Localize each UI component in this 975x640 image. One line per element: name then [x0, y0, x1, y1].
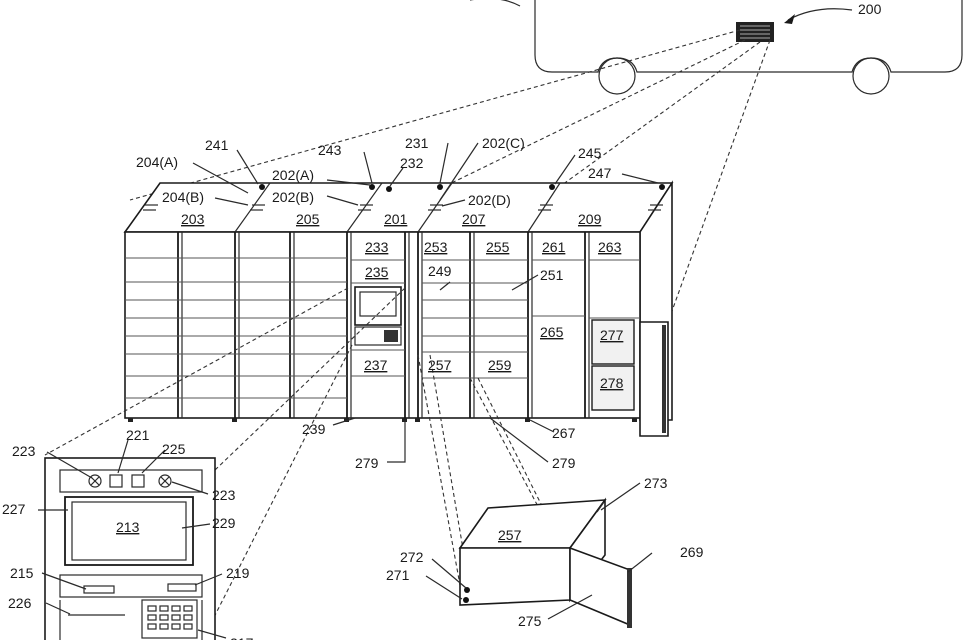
label-259: 259: [488, 357, 512, 373]
label-201: 201: [384, 211, 408, 227]
label-215: 215: [10, 565, 34, 581]
label-237: 237: [364, 357, 388, 373]
leader-lines: [38, 142, 659, 639]
label-263: 263: [598, 239, 622, 255]
label-200: 200: [858, 1, 882, 17]
control-unit-box: [736, 22, 774, 42]
compartment-shelves: [125, 257, 640, 399]
label-253: 253: [424, 239, 448, 255]
label-204A: 204(A): [136, 154, 178, 170]
label-257-drawer: 257: [498, 527, 522, 543]
label-202D: 202(D): [468, 192, 511, 208]
label-232: 232: [400, 155, 424, 171]
label-249: 249: [428, 263, 452, 279]
label-217: 217: [230, 635, 254, 640]
label-278: 278: [600, 375, 624, 391]
label-261: 261: [542, 239, 566, 255]
label-251: 251: [540, 267, 564, 283]
label-226: 226: [8, 595, 32, 611]
label-202B: 202(B): [272, 189, 314, 205]
label-213: 213: [116, 519, 140, 535]
drawer-front: [459, 547, 571, 606]
label-231: 231: [405, 135, 429, 151]
label-255: 255: [486, 239, 510, 255]
label-207: 207: [462, 211, 486, 227]
label-203: 203: [181, 211, 205, 227]
vehicle-wheel-front: [852, 57, 890, 95]
label-235: 235: [365, 264, 389, 280]
label-279-left: 279: [355, 455, 379, 471]
label-245: 245: [578, 145, 602, 161]
label-204B: 204(B): [162, 189, 204, 205]
locker-bank: [123, 180, 674, 437]
kiosk-detail: [44, 457, 216, 640]
label-225: 225: [162, 441, 186, 457]
label-279-right: 279: [552, 455, 576, 471]
label-269: 269: [680, 544, 704, 560]
vehicle-body: [534, 0, 963, 73]
label-272: 272: [400, 549, 424, 565]
drawer-detail: [458, 497, 632, 628]
signal-beams: [129, 29, 771, 323]
label-241: 241: [205, 137, 229, 153]
label-277: 277: [600, 327, 624, 343]
label-247: 247: [588, 165, 612, 181]
reference-labels: 200 241 231 202(C) 243 232 245 204(A) 20…: [2, 1, 882, 640]
label-202A: 202(A): [272, 167, 314, 183]
label-271: 271: [386, 567, 410, 583]
leader-200: [787, 8, 853, 21]
label-243: 243: [318, 142, 342, 158]
label-223-top: 223: [12, 443, 36, 459]
control-unit-200: [470, 0, 853, 42]
label-219: 219: [226, 565, 250, 581]
label-205: 205: [296, 211, 320, 227]
label-221: 221: [126, 427, 150, 443]
label-275: 275: [518, 613, 542, 629]
drawer-door: [569, 546, 631, 627]
keypad-keys: [147, 605, 193, 630]
top-markers: [143, 204, 663, 211]
locker-kiosk-screen: [354, 286, 402, 346]
label-223-right: 223: [212, 487, 236, 503]
top-sensors: [259, 184, 665, 192]
label-209: 209: [578, 211, 602, 227]
label-202C: 202(C): [482, 135, 525, 151]
label-229: 229: [212, 515, 236, 531]
vehicle-wheel-rear: [598, 57, 636, 95]
open-compartments: [591, 319, 669, 437]
open-door-263: [639, 321, 669, 437]
label-267: 267: [552, 425, 576, 441]
label-265: 265: [540, 324, 564, 340]
label-227: 227: [2, 501, 26, 517]
label-233: 233: [365, 239, 389, 255]
leader-top-cut: [470, 0, 521, 7]
label-239: 239: [302, 421, 326, 437]
label-273: 273: [644, 475, 668, 491]
label-257-locker: 257: [428, 357, 452, 373]
delivery-vehicle: [534, 0, 963, 95]
column-dividers: [177, 232, 590, 418]
